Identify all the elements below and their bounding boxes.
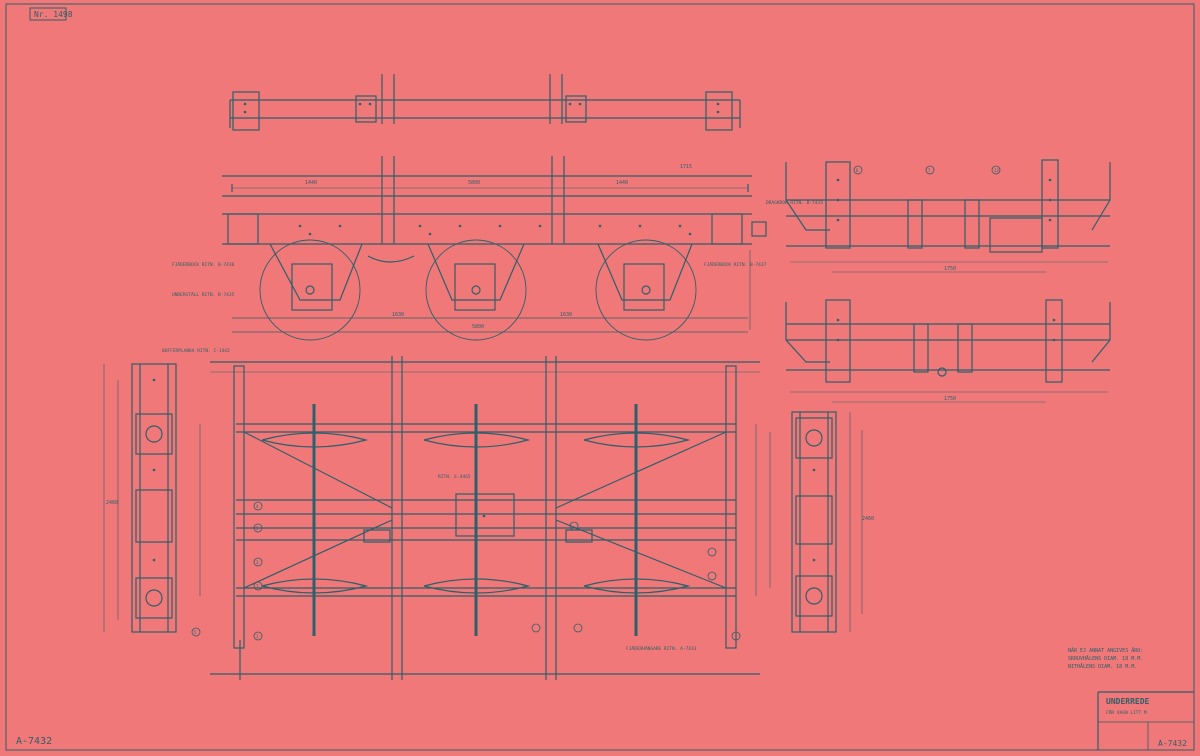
right-section-lower	[785, 299, 1111, 403]
callout-1: 4	[256, 504, 259, 509]
number-tag-box	[29, 7, 67, 21]
plan-view	[199, 356, 771, 680]
callout-circles	[191, 165, 1001, 641]
dim-top-b: 1440	[616, 180, 628, 186]
label-ritn-e: RITN. E-4465	[438, 474, 471, 480]
dim-plan-width-right: 2460	[862, 516, 874, 522]
label-dragkrok: DRAGKROK RITN. B-7433	[766, 200, 823, 206]
dim-side-a: 1630	[392, 312, 404, 318]
label-bufferplanka: BUFFERPLANKA RITN. C-1442	[162, 348, 230, 354]
label-fjaderbock: FJÄDERBOCK RITN. B-7436	[172, 261, 235, 268]
drawing-number-right: A-7432	[1158, 739, 1187, 748]
label-underst: UNDERSTÄLL RITN. B-7435	[172, 291, 235, 298]
left-end-view	[103, 363, 177, 633]
dim-section-2: 1750	[944, 396, 956, 402]
callout-2: 5	[256, 526, 259, 531]
callout-6: 5	[194, 630, 197, 635]
note-line-1: NÄR EJ ANNAT ANGIVES ÄRO:	[1068, 647, 1143, 654]
sheet-border	[5, 3, 1195, 751]
callout-5: 1	[256, 634, 259, 639]
dim-top-a: 1440	[305, 180, 317, 186]
label-fjaderbock-2: FJÄDERBOCK RITN. B-7437	[704, 261, 767, 268]
dim-plan-width: 2460	[106, 500, 118, 506]
top-elevation-view	[229, 74, 741, 131]
callout-4: 7	[256, 584, 259, 589]
callout-3: 3	[256, 560, 259, 565]
drawing-number: A-7432	[16, 736, 52, 747]
title-block-title: UNDERREDE	[1106, 697, 1150, 706]
note-line-3: NITHÅLENS DIAM. 18 M.M.	[1068, 663, 1137, 670]
callout-8: 7	[928, 168, 931, 173]
title-block-subtitle: FÖR VAGN LITT M	[1106, 709, 1147, 716]
note-line-2: SKRUVHÅLENS DIAM. 18 M.M.	[1068, 655, 1143, 662]
dim-top-total: 5800	[468, 180, 480, 186]
callout-9: 13	[994, 168, 999, 173]
title-block-frame	[1097, 691, 1194, 750]
dim-section-1: 1750	[944, 266, 956, 272]
side-elevation-view	[222, 156, 767, 341]
dim-side-total: 5800	[472, 324, 484, 330]
number-tag: Nr. 1498	[34, 10, 73, 19]
dim-top-c: 1715	[680, 164, 692, 170]
right-end-view	[791, 411, 863, 633]
dim-side-b: 1630	[560, 312, 572, 318]
label-fjaderhangare: FJÄDERHÄNGARE RITN. A-7433	[626, 645, 697, 652]
right-section-upper	[785, 159, 1111, 273]
rivet-marks	[152, 102, 1056, 562]
callout-7: 6	[856, 168, 859, 173]
